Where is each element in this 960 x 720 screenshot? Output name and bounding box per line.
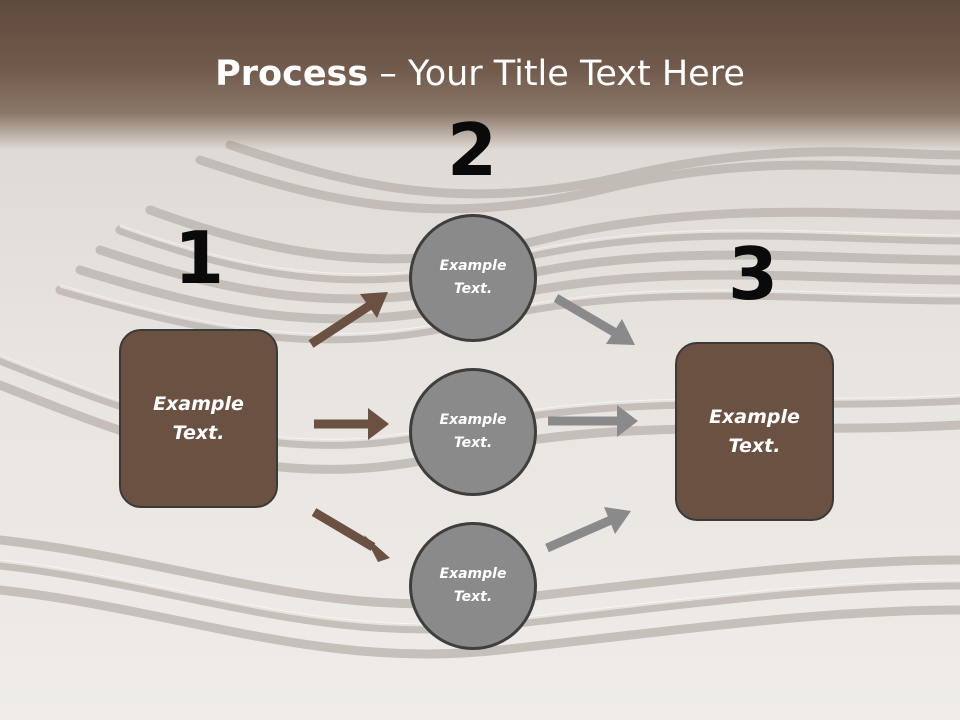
circle-middle[interactable]: Example Text.: [409, 368, 537, 496]
brown-arrow-down: [311, 508, 390, 562]
step-number-3: 3: [727, 232, 779, 316]
step-number-1: 1: [173, 216, 225, 300]
step-3-label: Example Text.: [709, 405, 800, 457]
step-number-2: 2: [446, 108, 498, 192]
title-band: [0, 0, 960, 150]
step-1-box[interactable]: Example Text.: [119, 329, 278, 508]
brown-arrow-right: [314, 408, 389, 440]
step-1-label: Example Text.: [153, 392, 244, 444]
gray-arrow-down: [553, 294, 635, 345]
circle-top-label: Example Text.: [439, 258, 507, 297]
circle-bottom-label: Example Text.: [439, 566, 507, 605]
gray-arrow-right: [548, 405, 638, 437]
slide-title: Process – Your Title Text Here: [0, 52, 960, 96]
gray-arrow-up: [545, 507, 631, 553]
brown-arrow-up: [308, 292, 388, 348]
circle-middle-label: Example Text.: [439, 412, 507, 451]
step-3-box[interactable]: Example Text.: [675, 342, 834, 521]
title-bold: Process: [215, 54, 369, 94]
circle-bottom[interactable]: Example Text.: [409, 522, 537, 650]
circle-top[interactable]: Example Text.: [409, 214, 537, 342]
title-rest: – Your Title Text Here: [368, 54, 745, 94]
